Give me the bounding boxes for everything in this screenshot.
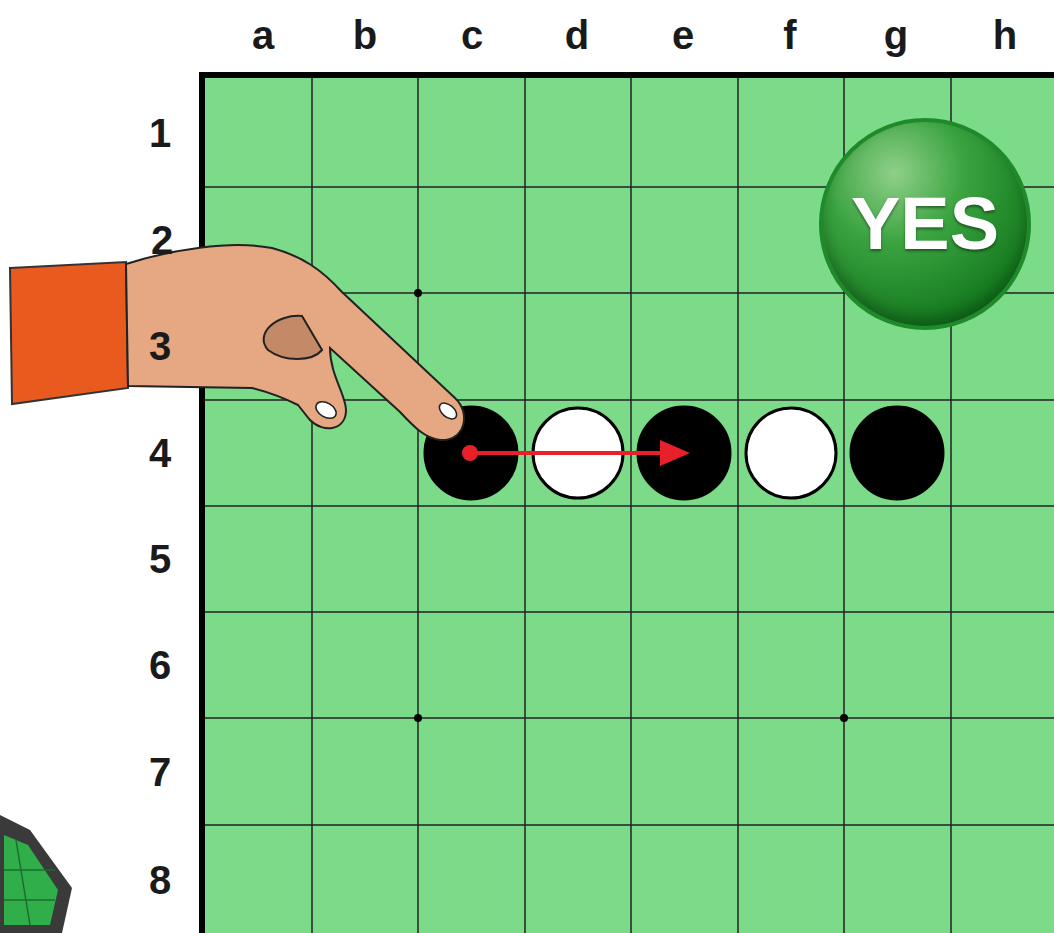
row-label: 8 (149, 860, 171, 900)
row-label: 7 (149, 752, 171, 792)
column-label: d (565, 15, 589, 55)
board-ground (202, 75, 1054, 933)
column-label: b (353, 15, 377, 55)
pointing-hand (10, 245, 464, 440)
row-label: 4 (149, 433, 171, 473)
row-label: 5 (149, 539, 171, 579)
column-label: e (672, 15, 694, 55)
column-label: c (461, 15, 483, 55)
board-border (202, 75, 1054, 933)
column-label: h (993, 15, 1017, 55)
row-label: 2 (151, 220, 173, 260)
discs (425, 407, 943, 499)
board-box-corner (0, 815, 72, 933)
board-grid (202, 75, 1054, 933)
row-label: 3 (149, 326, 171, 366)
row-label: 1 (149, 113, 171, 153)
yes-button: YES (819, 118, 1031, 330)
star-points (414, 289, 848, 722)
move-arrow (462, 440, 690, 466)
column-label: g (884, 15, 908, 55)
column-label: a (252, 15, 274, 55)
row-label: 6 (149, 645, 171, 685)
button-text: YES (851, 187, 999, 261)
column-label: f (783, 15, 796, 55)
